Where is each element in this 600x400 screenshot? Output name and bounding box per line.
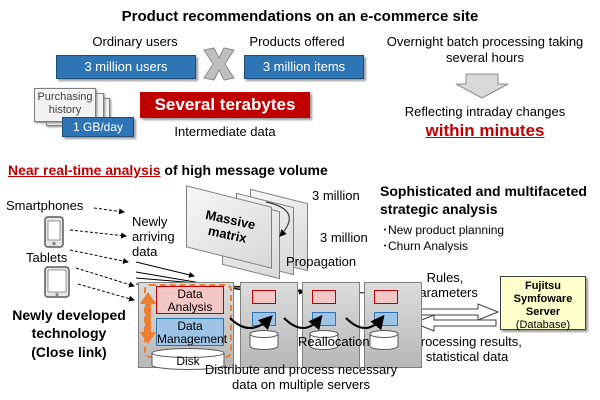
multiply-icon: [203, 47, 235, 81]
matrix-dimension-top: 3 million: [312, 188, 360, 203]
propagation-label: Propagation: [286, 254, 357, 269]
bullet-item: ･Churn Analysis: [382, 239, 469, 253]
processing-results-label: Processing results, statistical data: [412, 334, 522, 364]
reflecting-changes-label: Reflecting intraday changes: [404, 104, 566, 119]
fujitsu-name: Fujitsu Symfoware Server: [513, 280, 573, 318]
down-arrow-icon: [455, 73, 509, 99]
fujitsu-database-box: Fujitsu Symfoware Server (Database): [500, 276, 586, 331]
disk-cylinder-2: [249, 330, 279, 350]
bidirectional-arrows: [415, 303, 500, 321]
matrix-dimension-side: 3 million: [320, 230, 368, 245]
diagram-title: Product recommendations on an e-commerce…: [121, 8, 479, 25]
bullet-text: Churn Analysis: [388, 239, 469, 253]
bullet-item: ･New product planning: [382, 223, 505, 237]
users-count-box: 3 million users: [56, 55, 196, 79]
near-real-time-emphasis: Near real-time analysis: [8, 162, 161, 178]
near-real-time-heading: Near real-time analysis of high message …: [8, 162, 328, 178]
server-4-analysis-cell: [374, 290, 398, 304]
propagation-curve: [265, 201, 290, 237]
smartphone-icon: [44, 216, 64, 248]
disk-cylinder-4: [369, 330, 399, 350]
terabytes-box: Several terabytes: [140, 92, 310, 118]
disk-cylinder-1: [151, 348, 225, 370]
tablets-label: Tablets: [26, 250, 68, 265]
sophisticated-analysis-heading: Sophisticated and multifaceted strategic…: [380, 183, 587, 217]
products-offered-label: Products offered: [249, 34, 345, 49]
tablet-icon: [44, 266, 70, 298]
disk-cylinder-3: [309, 330, 339, 350]
rate-box: 1 GB/day: [62, 117, 134, 137]
reallocation-label: Reallocation: [298, 334, 370, 349]
close-link-label: (Close link): [31, 344, 107, 360]
disk-label: Disk: [176, 354, 200, 368]
smartphones-label: Smartphones: [6, 198, 84, 213]
newly-arriving-label: Newly arriving data: [132, 214, 175, 259]
server-3-analysis-cell: [312, 290, 336, 304]
newly-developed-label: Newly developed technology: [12, 307, 126, 341]
data-management-box: Data Management: [156, 318, 228, 346]
left-arrow-icon: [412, 314, 497, 332]
overnight-batch-label: Overnight batch processing taking severa…: [386, 34, 584, 65]
items-count-box: 3 million items: [244, 55, 364, 79]
within-minutes-label: within minutes: [425, 121, 545, 140]
bullet-text: New product planning: [388, 223, 505, 237]
database-label: (Database): [515, 319, 571, 331]
ordinary-users-label: Ordinary users: [92, 34, 178, 49]
reallocation-arrows: [229, 314, 385, 331]
close-link-arrow-icon: [140, 292, 156, 344]
near-real-time-rest: of high message volume: [160, 162, 328, 178]
intermediate-data-label: Intermediate data: [174, 124, 276, 139]
server-2-analysis-cell: [252, 290, 276, 304]
rules-parameters-label: Rules, parameters: [412, 270, 478, 300]
analysis-bullet-list: ･New product planning ･Churn Analysis: [382, 222, 504, 254]
distribute-process-label: Distribute and process necessary data on…: [204, 362, 398, 392]
data-analysis-box: Data Analysis: [156, 286, 224, 314]
